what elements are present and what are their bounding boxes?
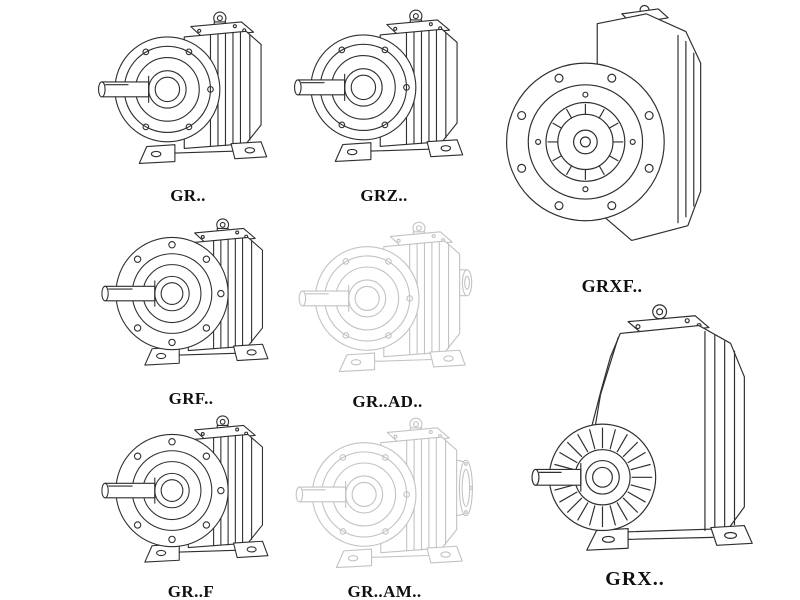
- grz-label: GRZ..: [360, 186, 408, 205]
- grad-label: GR..AD..: [352, 392, 423, 411]
- grad-gearbox-illustration: [295, 216, 480, 392]
- grx-gearbox-illustration: [502, 298, 768, 564]
- gr-label: GR..: [170, 186, 206, 205]
- grf-foot-gearbox-illustration: [96, 410, 286, 582]
- gram-gearbox-illustration: [292, 412, 477, 588]
- grxf-label: GRXF..: [581, 276, 643, 296]
- grf-gearbox-illustration: [96, 213, 286, 385]
- grf-foot-label: GR..F: [167, 582, 215, 600]
- grf-label: GRF..: [168, 389, 214, 408]
- grxf-gearbox-illustration: [498, 4, 726, 270]
- gram-label: GR..AM..: [347, 582, 422, 600]
- grz-gearbox-illustration: [288, 4, 480, 182]
- gr-gearbox-illustration: [92, 6, 284, 184]
- grx-label: GRX..: [605, 568, 665, 590]
